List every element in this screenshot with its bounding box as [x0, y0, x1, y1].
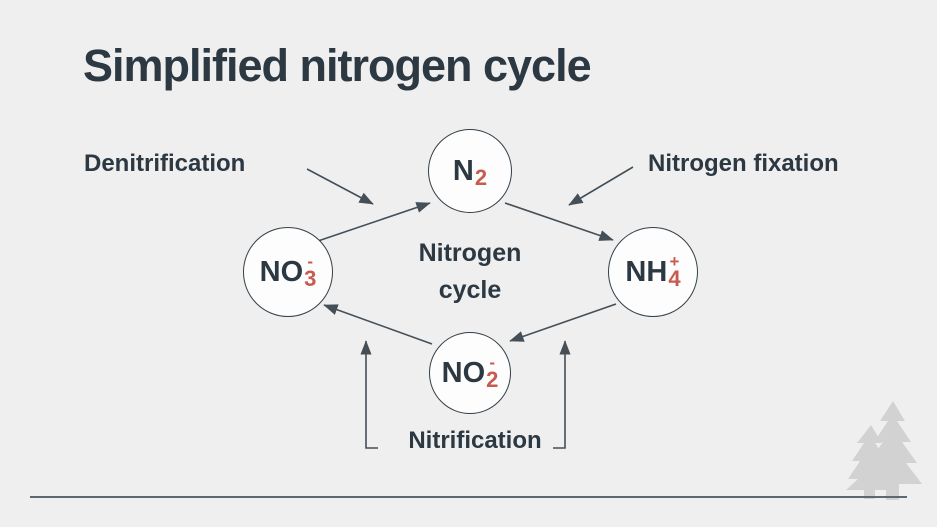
node-n2: N 2	[428, 129, 512, 213]
page-title: Simplified nitrogen cycle	[83, 40, 592, 91]
label-nitrification: Nitrification	[408, 427, 542, 454]
nitrification-bracket-left	[360, 340, 378, 449]
node-n2-stack: 2	[474, 154, 488, 190]
center-label-line2: cycle	[438, 276, 502, 304]
label-denitrification: Denitrification	[84, 150, 246, 177]
node-no2-symbol: NO	[441, 356, 486, 389]
node-no2-charge: -	[489, 353, 496, 372]
node-no2: NO - 2	[429, 332, 511, 414]
nitrification-bracket-right	[553, 340, 571, 449]
node-n2-symbol: N	[452, 154, 474, 187]
arrow-no3-to-n2	[317, 202, 431, 242]
node-no3-symbol: NO	[259, 255, 304, 288]
center-label-line1: Nitrogen	[418, 239, 522, 267]
footer-rule	[30, 496, 907, 498]
pine-tree-small	[846, 425, 893, 499]
arrow-nh4-to-no2	[509, 303, 617, 342]
node-nh4-charge: +	[669, 252, 680, 271]
arrow-denitrification-pointer	[306, 168, 374, 205]
arrow-no2-to-no3	[323, 304, 433, 345]
node-no2-subscript: 2	[486, 367, 499, 392]
node-nh4: NH + 4	[608, 227, 698, 317]
node-nh4-stack: + 4	[668, 252, 681, 291]
node-nh4-symbol: NH	[625, 255, 668, 288]
node-no3-subscript: 3	[304, 266, 317, 291]
node-no3-charge: -	[307, 252, 314, 271]
node-nh4-subscript: 4	[668, 266, 681, 291]
label-nitrogen-fixation: Nitrogen fixation	[648, 150, 839, 177]
node-n2-subscript: 2	[474, 165, 488, 190]
node-no3-stack: - 3	[304, 252, 317, 291]
node-no2-stack: - 2	[486, 353, 499, 392]
node-no3: NO - 3	[243, 227, 333, 317]
arrow-fixation-pointer	[568, 166, 634, 206]
pine-tree-large	[864, 401, 922, 500]
diagram-center-label: Nitrogen cycle	[419, 235, 522, 309]
